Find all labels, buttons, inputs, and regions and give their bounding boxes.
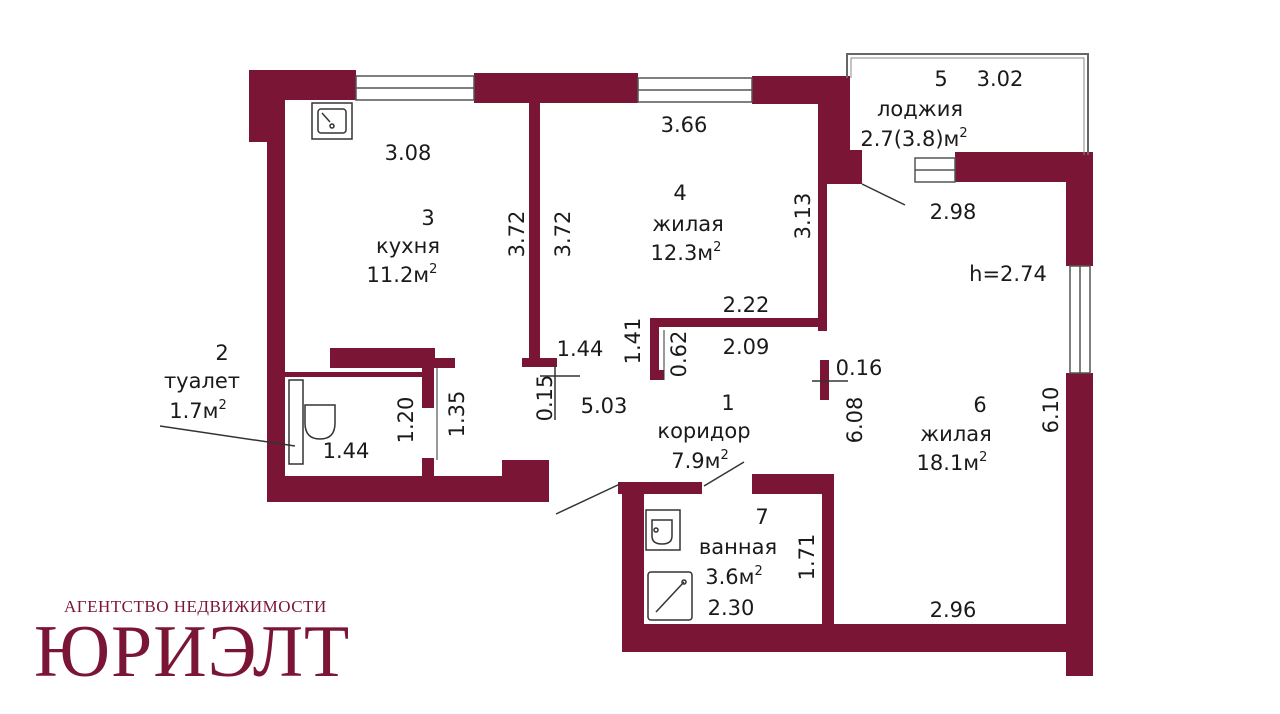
wall-toilet-top bbox=[330, 348, 435, 368]
room5-number: 5 bbox=[934, 67, 947, 91]
ceiling-height: h=2.74 bbox=[969, 262, 1047, 286]
room2-area: 1.7м2 bbox=[169, 398, 227, 423]
walls bbox=[249, 70, 1093, 676]
shower-icon bbox=[647, 571, 693, 621]
loggia-outline bbox=[846, 53, 1089, 155]
dim-bath-width: 2.30 bbox=[708, 596, 755, 620]
room2-number: 2 bbox=[215, 341, 228, 365]
wall-corridor-stub bbox=[650, 370, 664, 380]
dim-loggia-top: 3.02 bbox=[977, 67, 1024, 91]
wall-corridor-top bbox=[650, 318, 827, 327]
fixtures bbox=[159, 102, 906, 621]
room6-area: 18.1м2 bbox=[917, 450, 988, 475]
wall-room6-left-stub bbox=[820, 360, 829, 400]
room1-area: 7.9м2 bbox=[671, 448, 729, 473]
wall-bottom-step bbox=[502, 460, 549, 502]
dim-141: 1.41 bbox=[621, 318, 645, 365]
dim-corridor-mid: 2.09 bbox=[723, 335, 770, 359]
wall-right-upper bbox=[1066, 152, 1093, 266]
dim-144-upper: 1.44 bbox=[557, 337, 604, 361]
wall-corridor-left bbox=[650, 318, 659, 380]
wall-kitchen-room4 bbox=[529, 103, 540, 365]
dim-room6-bottom: 2.96 bbox=[930, 598, 977, 622]
dim-bath-depth: 1.71 bbox=[795, 534, 819, 581]
wall-bath-top-right bbox=[752, 474, 832, 494]
room6-number: 6 bbox=[973, 393, 986, 417]
wall-toilet-bottom-stub bbox=[422, 458, 434, 476]
dim-room4-right: 3.13 bbox=[791, 193, 815, 240]
wall-toilet-top-stub bbox=[435, 358, 455, 368]
leader-toilet bbox=[159, 425, 296, 447]
leader-corridor-2 bbox=[703, 461, 745, 487]
toilet-icon bbox=[304, 404, 336, 440]
bathroom-sink-icon bbox=[645, 509, 681, 551]
dim-toilet-width: 1.44 bbox=[323, 439, 370, 463]
brand-logo-text: ЮРИЭЛТ bbox=[34, 611, 351, 693]
dimension-labels: 3.08 3.66 3.02 2.98 2.22 2.09 1.44 5.03 … bbox=[323, 67, 1063, 622]
room4-name: жилая bbox=[652, 212, 724, 236]
dim-610-right: 6.10 bbox=[1039, 387, 1063, 434]
room5-name: лоджия bbox=[877, 97, 963, 121]
wall-bath-right bbox=[822, 474, 834, 652]
room6-name: жилая bbox=[920, 422, 992, 446]
room1-number: 1 bbox=[721, 391, 734, 415]
dim-room4-left: 3.72 bbox=[551, 211, 575, 258]
room4-area: 12.3м2 bbox=[651, 240, 722, 265]
windows bbox=[355, 53, 1091, 374]
wall-bath-left bbox=[622, 482, 644, 652]
dim-kitchen-right: 3.72 bbox=[505, 211, 529, 258]
room-labels: 3 кухня 11.2м2 4 жилая 12.3м2 5 лоджия 2… bbox=[164, 67, 1047, 589]
wall-kitchen-left bbox=[267, 100, 285, 500]
wall-bath-top-left bbox=[618, 482, 702, 494]
room7-number: 7 bbox=[755, 505, 768, 529]
room7-name: ванная bbox=[699, 535, 777, 559]
wall-top-middle bbox=[474, 73, 638, 103]
wall-partition-stub bbox=[522, 358, 557, 367]
dim-toilet-depth: 1.20 bbox=[394, 397, 418, 444]
room2-name: туалет bbox=[164, 369, 240, 393]
dim-room6-top: 2.98 bbox=[930, 200, 977, 224]
dim-608-left: 6.08 bbox=[843, 397, 867, 444]
room7-area: 3.6м2 bbox=[705, 564, 763, 589]
dim-015: 0.15 bbox=[533, 375, 557, 422]
leader-loggia bbox=[861, 183, 906, 206]
wall-room4-room6 bbox=[818, 103, 827, 331]
room3-number: 3 bbox=[421, 206, 434, 230]
wall-bottom-right bbox=[622, 624, 1093, 652]
leader-corridor bbox=[555, 483, 621, 515]
dim-062: 0.62 bbox=[667, 331, 691, 378]
room3-name: кухня bbox=[376, 234, 440, 258]
wall-toilet-divider bbox=[422, 368, 434, 408]
dim-corridor-top: 2.22 bbox=[723, 293, 770, 317]
dim-016: 0.16 bbox=[836, 356, 883, 380]
dim-135: 1.35 bbox=[445, 391, 469, 438]
room4-number: 4 bbox=[673, 181, 686, 205]
room5-area: 2.7(3.8)м2 bbox=[860, 126, 967, 151]
dim-503: 5.03 bbox=[581, 394, 628, 418]
wall-toilet-left-line bbox=[285, 372, 422, 377]
dim-kitchen-top: 3.08 bbox=[385, 141, 432, 165]
room1-name: коридор bbox=[657, 419, 750, 443]
kitchen-sink-icon bbox=[311, 102, 353, 140]
room3-area: 11.2м2 bbox=[367, 262, 438, 287]
dim-room4-top: 3.66 bbox=[661, 113, 708, 137]
brand-subtitle: АГЕНТСТВО НЕДВИЖИМОСТИ bbox=[64, 597, 327, 616]
wall-corner-notch bbox=[844, 150, 862, 184]
